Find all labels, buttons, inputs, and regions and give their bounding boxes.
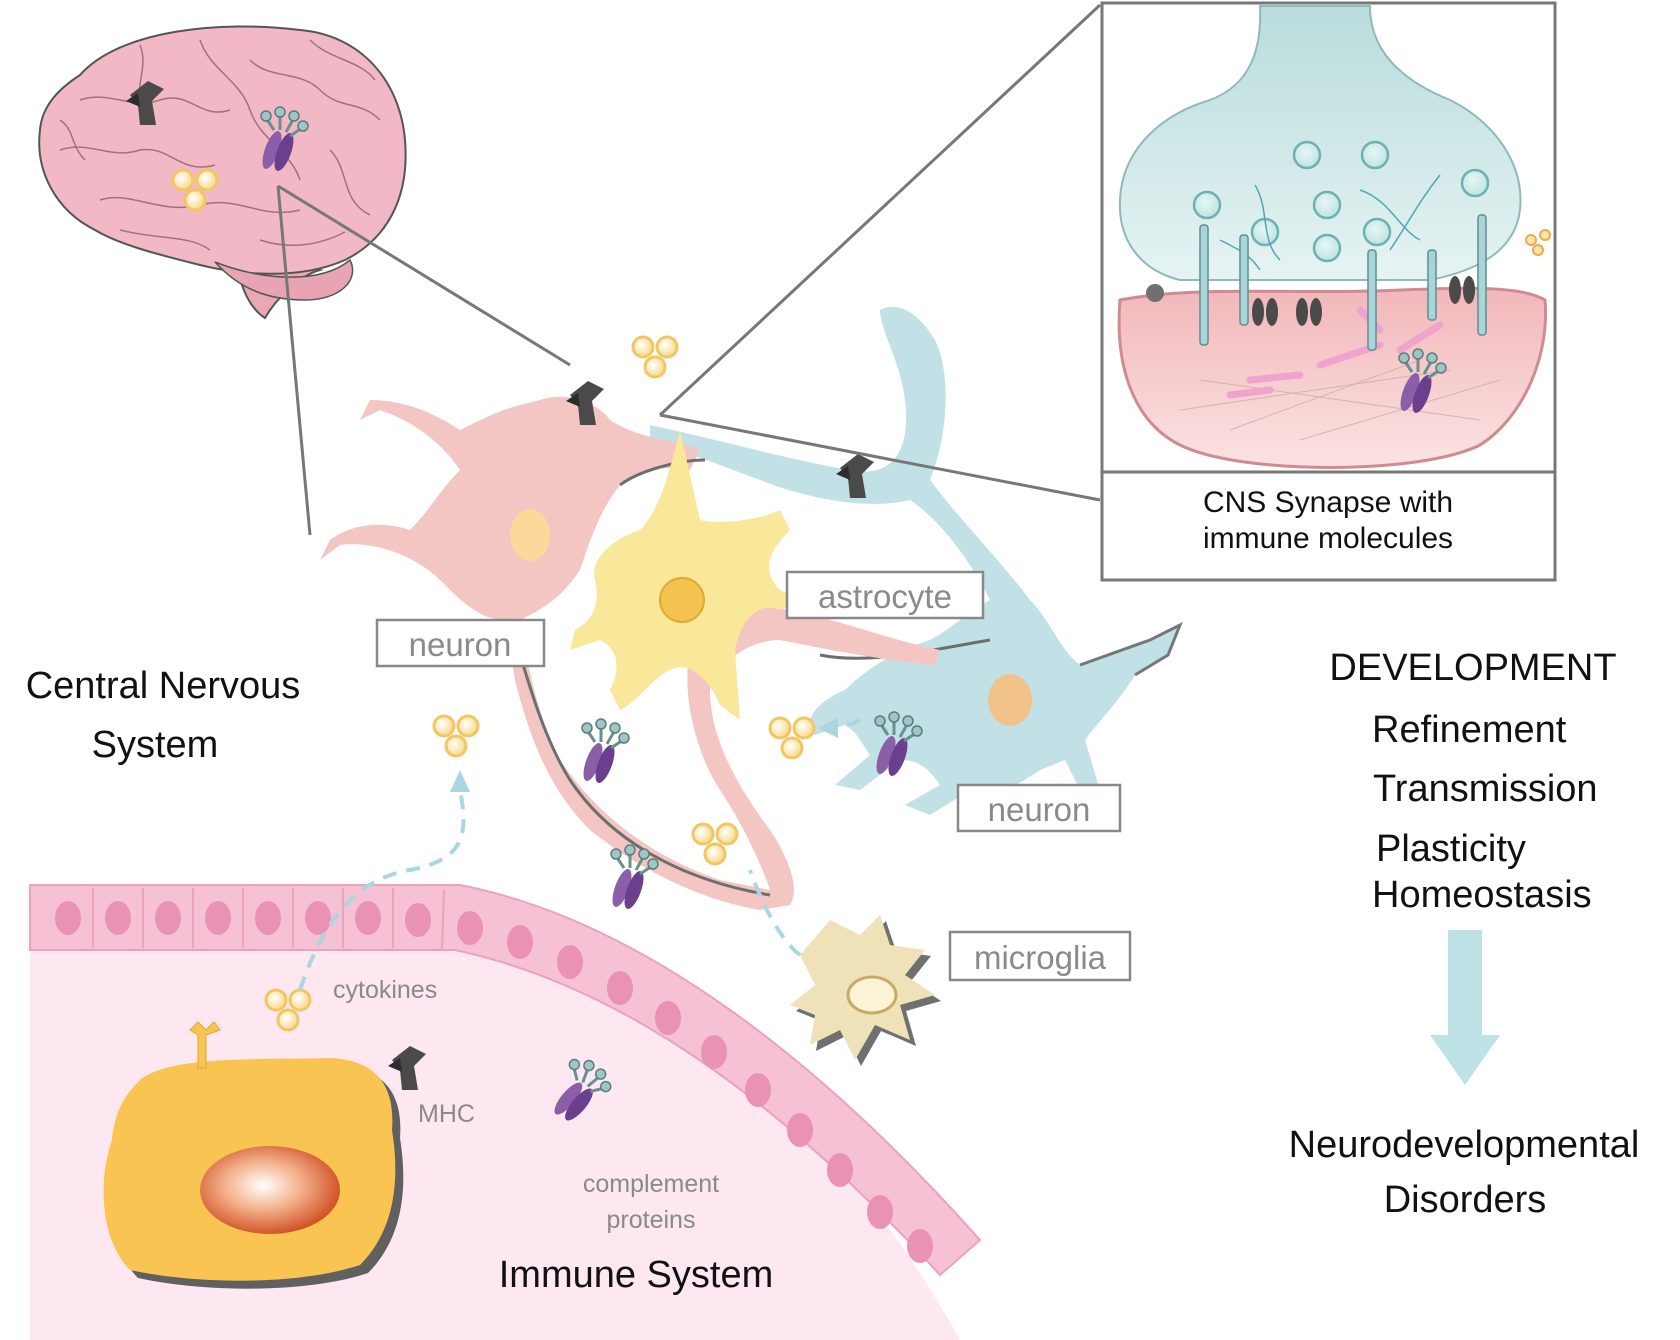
synapse-caption-line2: immune molecules <box>1203 522 1453 555</box>
neuron-label-box <box>956 783 1122 833</box>
development-item: Plasticity <box>1376 828 1526 870</box>
cytokine-icon <box>768 716 816 760</box>
development-item: Homeostasis <box>1372 874 1592 916</box>
receptor-icon <box>189 1021 221 1069</box>
immune-cell <box>103 1021 426 1289</box>
mhc-label: MHC <box>418 1100 475 1128</box>
cns-label-line2: System <box>92 724 219 766</box>
astrocyte-cell <box>570 430 800 720</box>
cytokine-icon <box>631 335 679 379</box>
neuron-cell-pink <box>320 396 940 910</box>
synapse-caption-line1: CNS Synapse with <box>1203 486 1453 519</box>
development-item: Transmission <box>1373 768 1598 810</box>
complement-protein-icon <box>578 717 631 787</box>
zoom-lines-brain <box>276 184 571 536</box>
astrocyte-label: astrocyte <box>818 578 952 615</box>
brain-illustration <box>38 25 407 320</box>
complement-label-line1: complement <box>583 1170 719 1198</box>
cytokine-icon <box>432 714 480 758</box>
immune-cell-nucleus <box>200 1146 340 1234</box>
neuron-label-box <box>375 618 546 668</box>
microglia-label: microglia <box>974 939 1107 976</box>
astrocyte-label-box <box>785 570 985 620</box>
down-arrow-icon <box>1430 930 1500 1085</box>
complement-label-line2: proteins <box>607 1206 696 1234</box>
cytokine-icon <box>691 822 739 866</box>
microglia-label-box <box>948 930 1132 982</box>
cns-label-line1: Central Nervous <box>26 665 301 707</box>
epithelium-barrier <box>29 884 982 1277</box>
development-item: Refinement <box>1372 709 1567 751</box>
neuron-label: neuron <box>988 791 1091 828</box>
zoom-lines-synapse <box>658 3 1102 502</box>
outcome-line2: Disorders <box>1384 1179 1547 1221</box>
outcome-line1: Neurodevelopmental <box>1289 1124 1640 1166</box>
synapse-inset <box>1100 1 1557 582</box>
arrowheads <box>450 718 838 792</box>
neuron-label: neuron <box>409 626 512 663</box>
immune-system-label: Immune System <box>499 1254 774 1296</box>
development-heading: DEVELOPMENT <box>1329 647 1616 689</box>
microglia-cell <box>790 915 941 1066</box>
cytokines-label: cytokines <box>333 976 437 1004</box>
